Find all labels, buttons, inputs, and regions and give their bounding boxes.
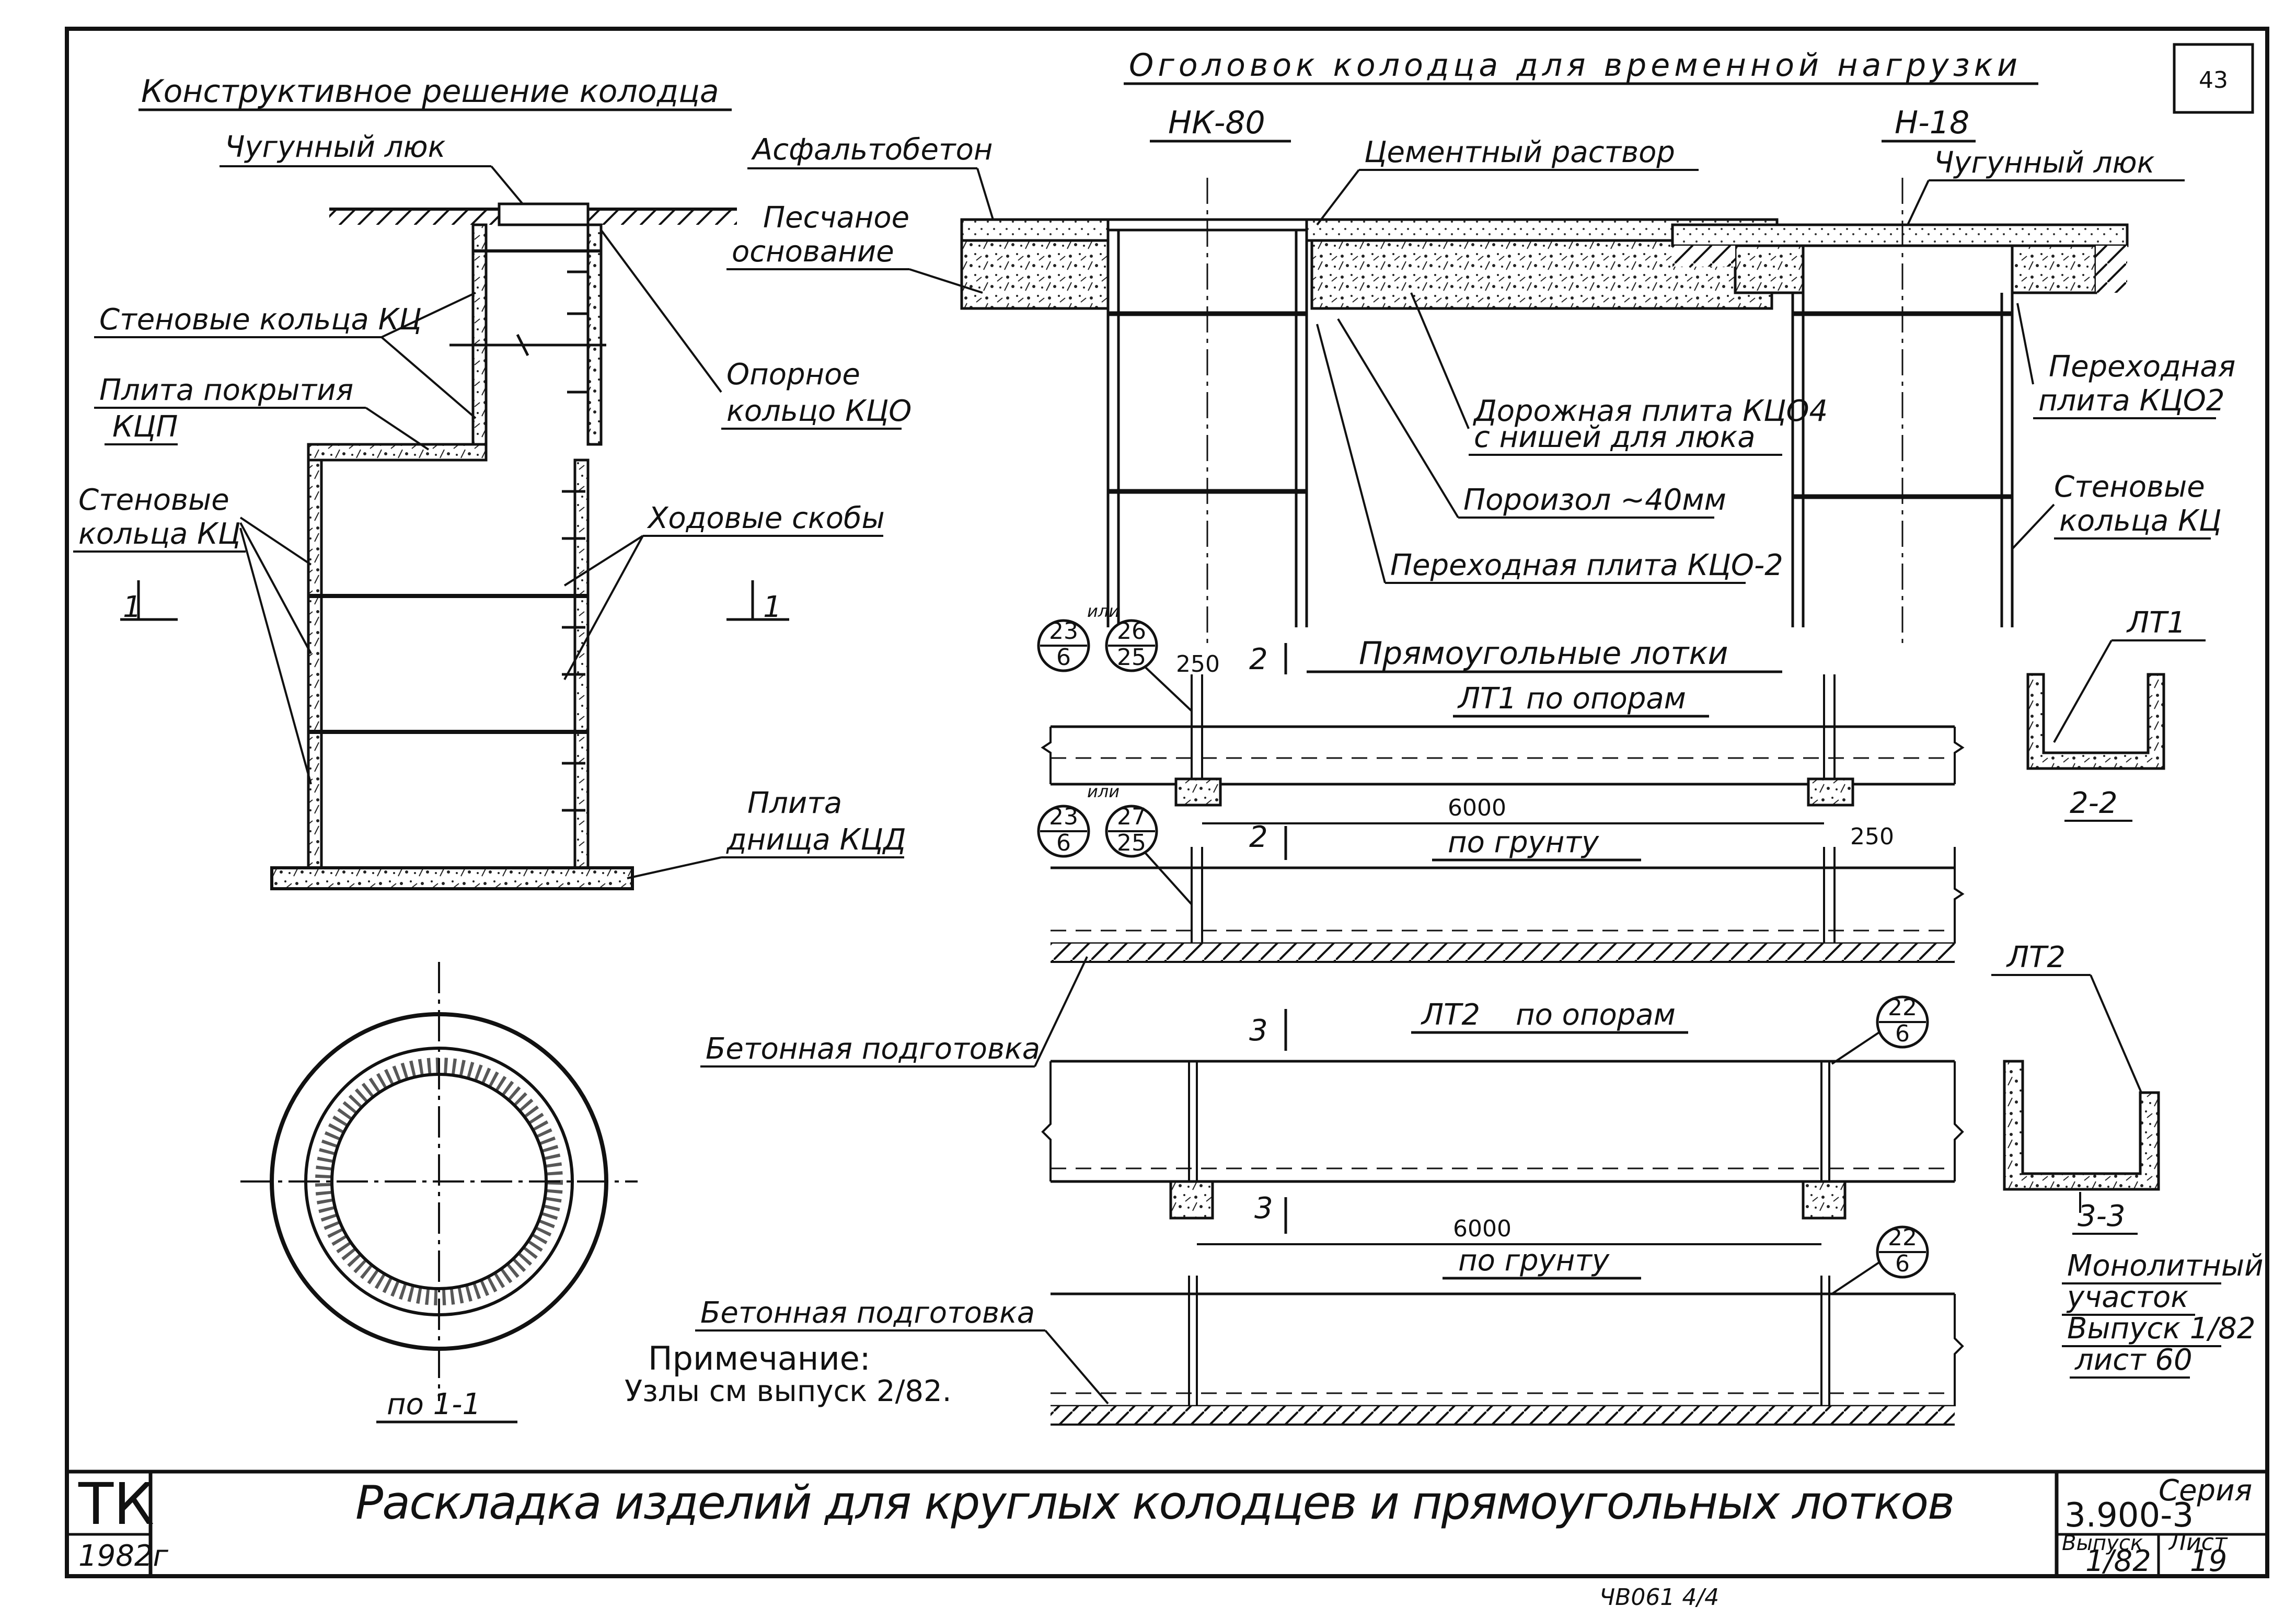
transition-plate-right-label-2: плита КЦО2 bbox=[2038, 384, 2224, 418]
svg-text:25: 25 bbox=[1117, 644, 1146, 671]
hatch-label: Чугунный люк bbox=[225, 130, 446, 164]
svg-text:22: 22 bbox=[1888, 994, 1917, 1021]
lt2-section-label: ЛТ2 bbox=[2006, 940, 2066, 974]
dim-6000-b: 6000 bbox=[1453, 1215, 1512, 1242]
issue-label: Выпуск bbox=[2062, 1531, 2143, 1555]
lt1-label: ЛТ1 bbox=[1457, 682, 1517, 716]
sheet-frame bbox=[65, 27, 2269, 1578]
steps-label: Ходовые скобы bbox=[647, 501, 885, 535]
svg-text:23: 23 bbox=[1049, 804, 1078, 830]
cement-mortar-label: Цементный раствор bbox=[1364, 135, 1675, 169]
section-2b: 2 bbox=[1249, 820, 1268, 854]
well-title: Конструктивное решение колодца bbox=[141, 73, 719, 110]
well-plan: по 1-1 Примечание: Узлы см выпуск 2/82. bbox=[240, 962, 952, 1424]
monolith-label-3: Выпуск 1/82 bbox=[2067, 1312, 2256, 1346]
section-3a: 3 bbox=[1249, 1014, 1268, 1048]
lt1-section-label: ЛТ1 bbox=[2126, 606, 2186, 640]
svg-text:6: 6 bbox=[1895, 1020, 1910, 1047]
section-3b: 3 bbox=[1254, 1191, 1273, 1225]
node-22-6-b: 22 6 bbox=[1876, 1224, 1929, 1279]
support-ring-label-1: Опорное bbox=[726, 358, 860, 392]
ili-b: или bbox=[1087, 782, 1120, 801]
footer-stamp: ЧВ061 4/4 bbox=[1599, 1584, 1719, 1611]
well-heads: Оголовок колодца для временной нагрузки … bbox=[726, 47, 2235, 648]
svg-text:26: 26 bbox=[1117, 618, 1146, 645]
node-26-25: 26 25 bbox=[1105, 618, 1158, 672]
bottom-plate-label-2: днища КЦД bbox=[726, 823, 906, 857]
road-plate-label-1: Дорожная плита КЦО4 bbox=[1472, 394, 1828, 428]
ili-a: или bbox=[1087, 601, 1120, 621]
lt2-supports-label: по опорам bbox=[1516, 998, 1676, 1032]
series-label: Серия bbox=[2159, 1474, 2252, 1508]
support-ring-label-2: кольцо КЦО bbox=[726, 394, 912, 428]
svg-text:25: 25 bbox=[1117, 830, 1146, 856]
right-hatch-label: Чугунный люк bbox=[1934, 146, 2155, 180]
node-23-6-b: 23 6 bbox=[1037, 804, 1090, 858]
sec-3-3-label: 3-3 bbox=[2078, 1199, 2125, 1233]
svg-text:23: 23 bbox=[1049, 618, 1078, 645]
node-23-6-a: 23 6 bbox=[1037, 618, 1090, 672]
dim-6000-a: 6000 bbox=[1448, 795, 1506, 821]
poroizol-label: Пороизол ~40мм bbox=[1463, 483, 1726, 517]
node-27-25: 27 25 bbox=[1105, 804, 1158, 858]
wall-rings-right-label-1: Стеновые bbox=[2054, 470, 2205, 504]
load-left: НК-80 bbox=[1168, 105, 1265, 141]
note-text: Узлы см выпуск 2/82. bbox=[625, 1374, 952, 1408]
tk-logo: ТК bbox=[78, 1471, 154, 1537]
title-block: ТК 1982г Раскладка изделий для круглых к… bbox=[78, 1471, 2252, 1578]
note-title: Примечание: bbox=[648, 1339, 871, 1378]
load-right: Н-18 bbox=[1895, 105, 1969, 141]
sheet-number: 43 bbox=[2199, 67, 2228, 94]
dim-250-b: 250 bbox=[1850, 823, 1894, 850]
transition-plate-right-label-1: Переходная bbox=[2049, 350, 2235, 384]
concrete-prep-label-b: Бетонная подготовка bbox=[700, 1296, 1035, 1330]
ground-label-b: по грунту bbox=[1458, 1244, 1610, 1278]
ground-label-a: по грунту bbox=[1448, 825, 1599, 859]
sand-base-label-1: Песчаное bbox=[763, 201, 909, 235]
lt2-label: ЛТ2 bbox=[1421, 998, 1480, 1032]
node-22-6-a: 22 6 bbox=[1876, 994, 1929, 1049]
sheet-value: 19 bbox=[2190, 1544, 2227, 1578]
cover-plate-label-1: Плита покрытия bbox=[99, 373, 353, 407]
transition-plate-left-label: Переходная плита КЦО-2 bbox=[1390, 548, 1783, 582]
well-section: Конструктивное решение колодца Чугунный … bbox=[73, 73, 912, 890]
svg-text:6: 6 bbox=[1056, 830, 1071, 856]
lt1-supports-label: по опорам bbox=[1526, 682, 1686, 716]
issue-value: 1/82 bbox=[2085, 1544, 2151, 1578]
monolith-label-2: участок bbox=[2066, 1280, 2188, 1314]
cover-plate-label-2: КЦП bbox=[112, 410, 178, 444]
asphalt-label: Асфальтобетон bbox=[751, 133, 993, 167]
sheet-title: Раскладка изделий для круглых колодцев и… bbox=[355, 1476, 1955, 1530]
bottom-plate-label-1: Плита bbox=[747, 786, 842, 820]
svg-text:22: 22 bbox=[1888, 1224, 1917, 1251]
year: 1982г bbox=[78, 1539, 169, 1573]
svg-text:6: 6 bbox=[1895, 1250, 1910, 1277]
sheet-label: Лист bbox=[2168, 1529, 2228, 1556]
wall-rings-lower-label-2: кольца КЦ bbox=[78, 517, 240, 551]
series-value: 3.900-3 bbox=[2064, 1496, 2194, 1535]
wall-rings-upper-label: Стеновые кольца КЦ bbox=[99, 303, 422, 337]
wall-rings-lower-label-1: Стеновые bbox=[78, 483, 229, 517]
section-2a: 2 bbox=[1249, 642, 1268, 676]
svg-text:27: 27 bbox=[1117, 804, 1146, 830]
plan-caption: по 1-1 bbox=[387, 1387, 481, 1421]
wall-rings-right-label-2: кольца КЦ bbox=[2059, 504, 2221, 538]
monolith-label-4: лист 60 bbox=[2074, 1343, 2193, 1377]
trays: Прямоугольные лотки ЛТ1 по опорам 250 60… bbox=[695, 601, 1965, 1426]
concrete-prep-label-a: Бетонная подготовка bbox=[706, 1032, 1040, 1066]
road-plate-label-2: с нишей для люка bbox=[1474, 420, 1756, 454]
sand-base-label-2: основание bbox=[732, 235, 894, 269]
heads-title: Оголовок колодца для временной нагрузки bbox=[1129, 47, 2017, 84]
dim-250-a: 250 bbox=[1176, 651, 1220, 678]
trays-title: Прямоугольные лотки bbox=[1359, 635, 1728, 672]
monolith-label-1: Монолитный bbox=[2067, 1249, 2263, 1283]
sec-2-2-label: 2-2 bbox=[2070, 786, 2117, 820]
tray-sections: ЛТ1 2-2 ЛТ2 3-3 Монолитный участок Выпус… bbox=[1991, 606, 2263, 1379]
svg-text:6: 6 bbox=[1056, 644, 1071, 671]
